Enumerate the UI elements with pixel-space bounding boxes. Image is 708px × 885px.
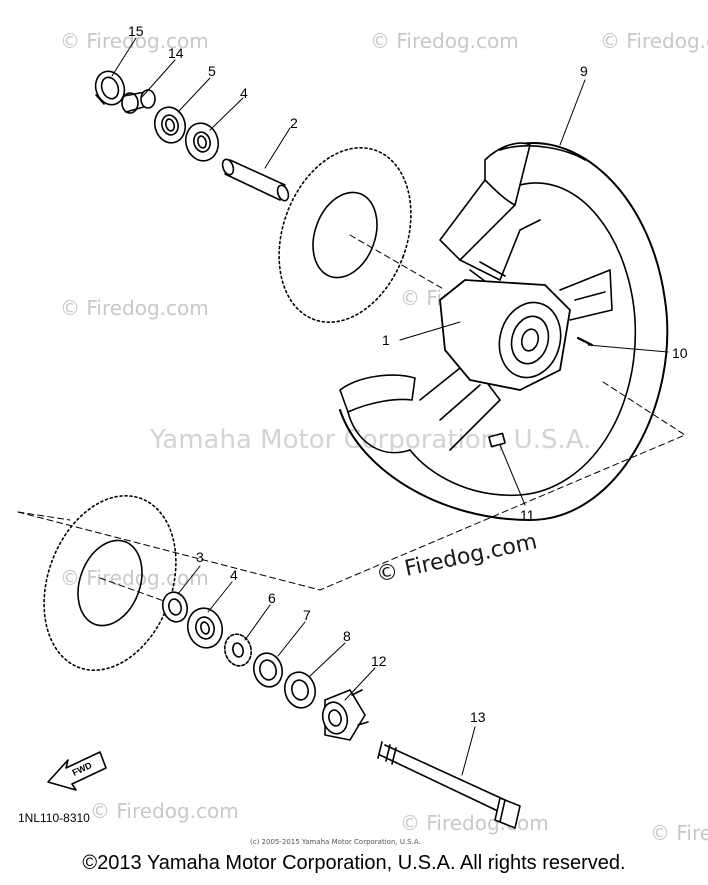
callout-5: 5 (208, 63, 216, 79)
part-5-bearing (153, 106, 187, 144)
callout-2: 2 (290, 115, 298, 131)
callout-4-upper: 4 (240, 85, 248, 101)
watermark-firedog-dark: © Firedog.com (374, 529, 539, 587)
callout-4-lower: 4 (230, 567, 238, 583)
callout-1: 1 (382, 332, 390, 348)
drawing-code: 1NL110-8310 (18, 811, 90, 825)
watermark-firedog: © Firedog.com (650, 821, 708, 845)
small-copyright: (c) 2005-2015 Yamaha Motor Corporation, … (250, 838, 421, 846)
brake-disc-upper (278, 147, 412, 323)
wheel-exploded-diagram: © Firedog.com © Firedog.com © Firedog.co… (17, 23, 708, 846)
part-2-spacer (221, 158, 290, 202)
copyright-footer: ©2013 Yamaha Motor Corporation, U.S.A. A… (82, 852, 626, 874)
callout-12: 12 (371, 653, 387, 669)
part-8-washer (283, 671, 317, 709)
watermark-layer: © Firedog.com © Firedog.com © Firedog.co… (60, 29, 708, 845)
part-9-cast-wheel (339, 142, 669, 521)
callout-labels: 15 14 5 4 2 9 1 10 11 3 4 6 7 8 12 13 (128, 23, 688, 725)
callout-13: 13 (470, 709, 486, 725)
callout-9: 9 (580, 63, 588, 79)
part-7-oil-seal (252, 652, 284, 688)
callout-14: 14 (168, 45, 184, 61)
callout-7: 7 (303, 607, 311, 623)
part-3-bearing (161, 591, 189, 623)
part-15-oil-seal (94, 70, 126, 106)
part-14-collar (121, 89, 156, 114)
watermark-yamaha: Yamaha Motor Corporation, U.S.A. (149, 425, 591, 455)
part-13-axle (377, 741, 521, 829)
watermark-firedog: © Firedog.com (370, 29, 519, 53)
callout-11: 11 (520, 507, 535, 523)
watermark-firedog: © Firedog.com (60, 296, 209, 320)
callout-15: 15 (128, 23, 144, 39)
watermark-firedog: © Firedog.com (400, 811, 549, 835)
part-4-bearing-lower (186, 607, 224, 649)
callout-8: 8 (343, 628, 351, 644)
part-12-meter-housing (321, 689, 369, 741)
assembly-guide-lines (17, 234, 686, 606)
leader-lines (111, 37, 669, 776)
callout-10: 10 (672, 345, 688, 361)
part-4-bearing-upper (184, 122, 220, 162)
fwd-arrow-icon (47, 751, 107, 791)
callout-3: 3 (196, 549, 204, 565)
part-6-gear-unit (223, 633, 253, 667)
watermark-firedog: © Firedog.com (90, 799, 239, 823)
callout-6: 6 (268, 590, 276, 606)
watermark-firedog: © Firedog.com (600, 29, 708, 53)
